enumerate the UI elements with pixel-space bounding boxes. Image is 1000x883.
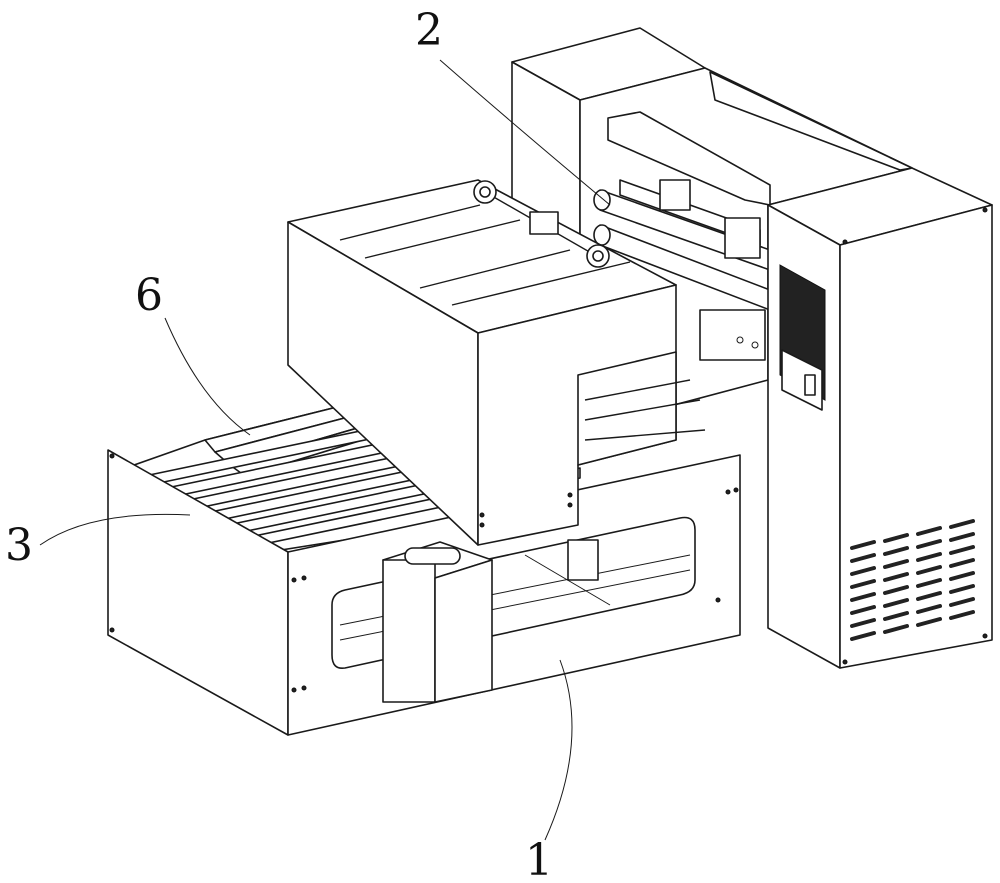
front-box [383, 542, 492, 702]
callout-2: 2 [415, 5, 443, 56]
callout-3: 3 [5, 520, 33, 571]
callout-1: 1 [525, 835, 553, 883]
control-cabinet [768, 168, 992, 668]
callout-6: 6 [135, 270, 163, 321]
